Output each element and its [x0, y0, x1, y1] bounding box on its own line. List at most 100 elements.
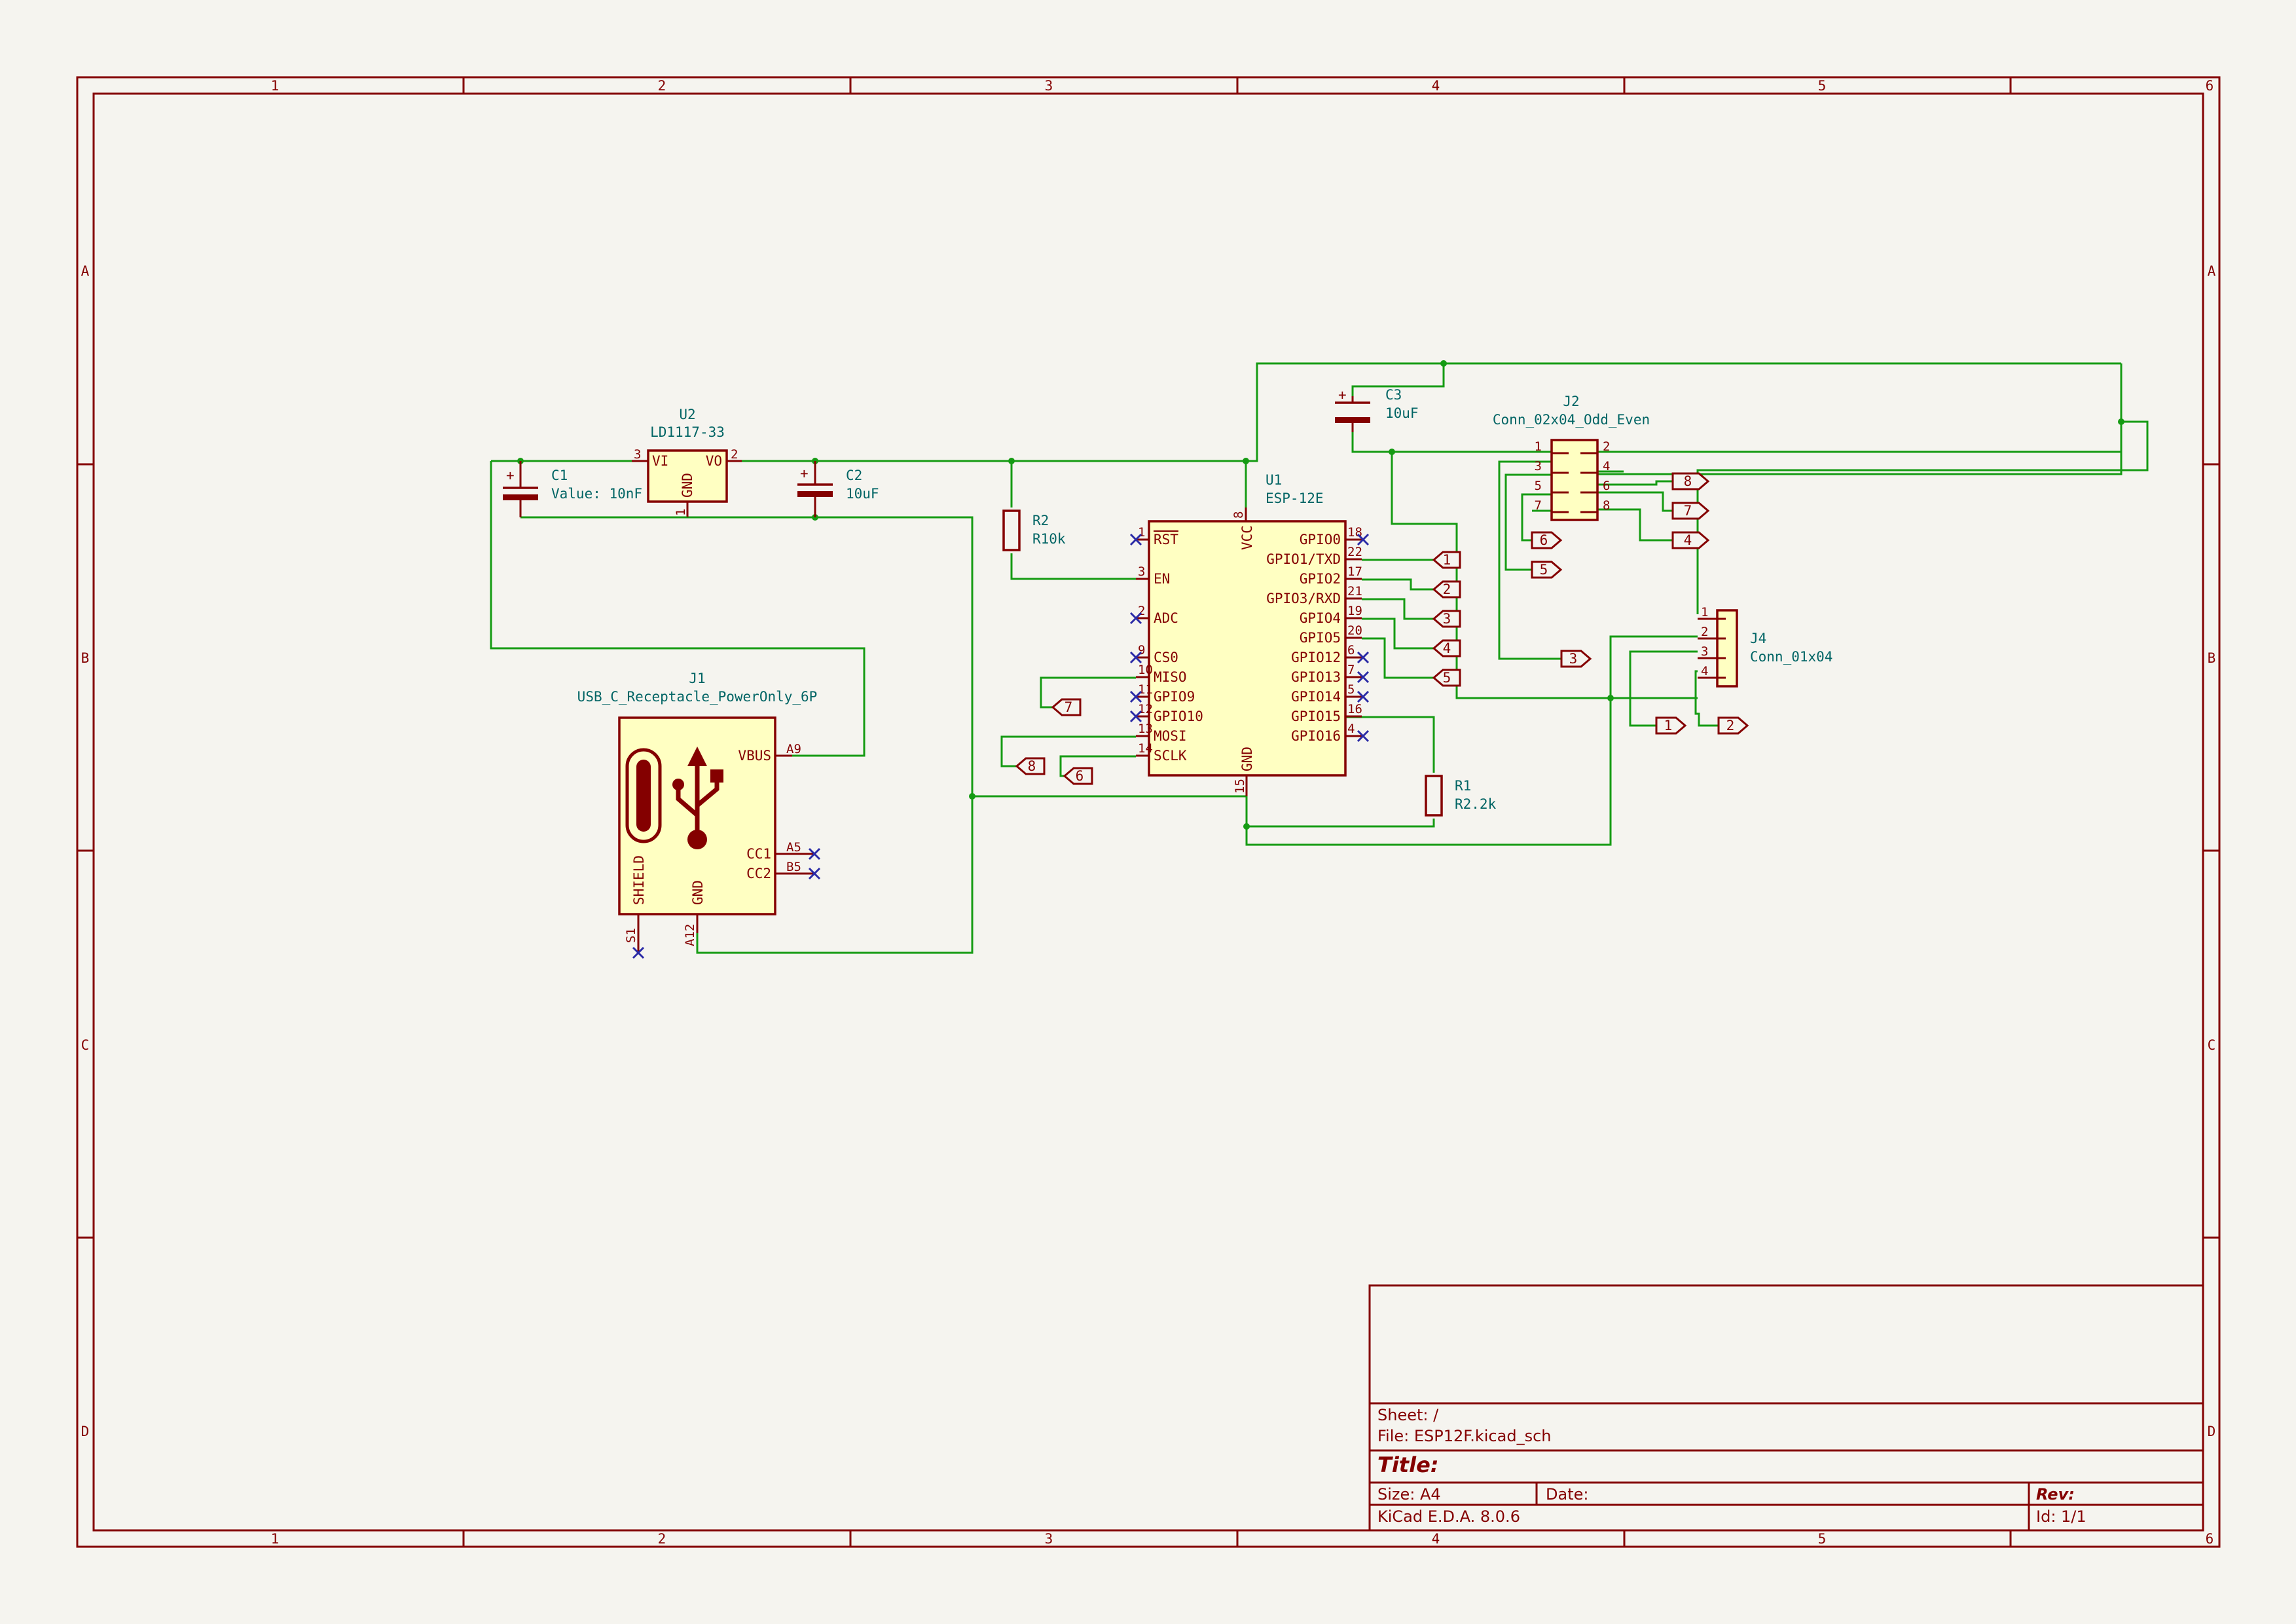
wire-gpio5: [1362, 637, 1434, 679]
u1-pin-number: 16: [1347, 702, 1362, 716]
r2-value: R10k: [1032, 531, 1066, 547]
j2-ref: J2: [1563, 394, 1579, 409]
junction: [1243, 823, 1250, 830]
svg-text:4: 4: [1684, 532, 1692, 548]
sheet-name: Sheet: /: [1377, 1406, 1439, 1424]
net-label: 7: [1051, 698, 1082, 716]
col-label: 2: [658, 1531, 666, 1547]
u1-pin-number: 7: [1347, 663, 1355, 677]
j2-pin-number: 2: [1603, 439, 1610, 454]
u1-pin-label: MOSI: [1154, 728, 1187, 744]
j1-cc2-label: CC2: [746, 866, 771, 881]
wire-gnd-to-j4: [1245, 635, 1698, 846]
wire-rxd: [1362, 598, 1434, 620]
col-label: 3: [1045, 1531, 1053, 1547]
col-label: 2: [658, 78, 666, 94]
u1-pin-label: GPIO5: [1300, 630, 1341, 646]
u1-pin-number: 14: [1138, 741, 1153, 756]
svg-text:5: 5: [1443, 670, 1451, 686]
no-connect-mark: [1129, 710, 1142, 723]
col-label: 1: [271, 1531, 280, 1547]
j4-pin-number: 2: [1701, 625, 1708, 639]
j2-pin-number: 3: [1535, 459, 1542, 473]
u1-pin-label: CS0: [1154, 650, 1178, 665]
col-label: 4: [1432, 78, 1440, 94]
junction: [1008, 458, 1015, 464]
j4-pin-number: 4: [1701, 664, 1708, 678]
u2-pin-gnd: 1: [674, 509, 688, 516]
j1-pin-cc2: B5: [786, 860, 801, 874]
col-label: 6: [2206, 78, 2214, 94]
wire-j2-p8: [1597, 491, 1673, 512]
j1-pin-shield: S1: [624, 928, 638, 943]
no-connect-mark: [1357, 729, 1370, 743]
wires: [490, 362, 2149, 954]
col-label: 3: [1045, 78, 1053, 94]
wire-j2-3v3: [1597, 452, 2123, 475]
u1-pin-number: 19: [1347, 604, 1362, 618]
capacitor-c1: + C1 Value: 10nF: [503, 461, 642, 517]
tool-field: KiCad E.D.A. 8.0.6: [1377, 1507, 1520, 1526]
net-label: 5: [1531, 561, 1563, 579]
svg-text:3: 3: [1569, 651, 1578, 667]
wire-r1-bot: [1247, 819, 1435, 828]
u1-pin-number: 9: [1138, 643, 1145, 657]
u1-pin-label: GPIO4: [1300, 610, 1341, 626]
wire-j2-p10: [1597, 508, 1673, 542]
u2-value: LD1117-33: [650, 424, 725, 440]
col-label: 6: [2206, 1531, 2214, 1547]
u1-pin-label: RST: [1154, 532, 1178, 547]
connector-j1: J1 USB_C_Receptacle_PowerOnly_6P VBUS A9…: [577, 671, 821, 959]
svg-text:6: 6: [1540, 532, 1548, 548]
u1-pin-label: GPIO2: [1300, 571, 1341, 587]
j1-value: USB_C_Receptacle_PowerOnly_6P: [577, 689, 818, 705]
u2-pin-vi: 3: [634, 447, 641, 462]
net-label: 2: [1717, 716, 1749, 735]
wire-j2-p5: [1504, 473, 1552, 571]
junction: [1389, 449, 1395, 455]
title-field: Title:: [1377, 1452, 1439, 1477]
u1-right-pins: 18GPIO022GPIO1/TXD17GPIO221GPIO3/RXD19GP…: [1266, 525, 1370, 744]
capacitor-c3: + C3 10uF: [1335, 387, 1419, 432]
wire-c3-bot: [1351, 432, 2121, 453]
u1-pin-label: GPIO13: [1291, 669, 1341, 685]
u1-gnd-pin: 15: [1233, 779, 1247, 794]
rev-field: Rev:: [2036, 1485, 2075, 1504]
svg-text:8: 8: [1028, 758, 1036, 774]
id-field: Id: 1/1: [2036, 1507, 2086, 1526]
wire-r1-top: [1343, 716, 1435, 773]
junction: [2118, 418, 2124, 425]
j1-ref: J1: [689, 671, 705, 686]
u1-pin-number: 21: [1347, 584, 1362, 599]
svg-text:+: +: [1338, 387, 1347, 403]
no-connect-mark: [1357, 671, 1370, 684]
u1-vcc-label: VCC: [1239, 525, 1255, 550]
svg-text:2: 2: [1443, 581, 1451, 597]
net-label: 5: [1432, 669, 1461, 687]
row-label: C: [2208, 1037, 2216, 1053]
j1-vbus-label: VBUS: [738, 748, 771, 764]
svg-text:7: 7: [1684, 503, 1692, 519]
u1-pin-number: 12: [1138, 702, 1153, 716]
u1-pin-number: 13: [1138, 722, 1153, 736]
u1-pin-label: GPIO9: [1154, 689, 1195, 705]
u1-pin-label: SCLK: [1154, 748, 1187, 764]
c2-ref: C2: [846, 468, 862, 483]
u1-pin-number: 4: [1347, 722, 1355, 736]
j1-pin-gnd: A12: [683, 924, 697, 946]
j1-shield-label: SHIELD: [631, 855, 647, 905]
no-connect-marks: [632, 847, 821, 959]
r1-ref: R1: [1455, 778, 1471, 794]
wire-mosi: [1000, 735, 1136, 767]
j2-pin-number: 6: [1603, 479, 1610, 493]
no-connect-mark: [1357, 690, 1370, 703]
j1-gnd-label: GND: [690, 880, 706, 905]
c3-ref: C3: [1385, 387, 1402, 403]
u1-pin-number: 20: [1347, 623, 1362, 638]
regulator-u2: U2 LD1117-33 VI VO GND 3 2 1: [520, 407, 742, 519]
junction: [1440, 360, 1447, 367]
u1-pin-number: 3: [1138, 564, 1145, 579]
net-labels: 1 2 3 4 5 7 8 6: [1015, 472, 1749, 785]
u2-vo-label: VO: [706, 453, 722, 469]
no-connect-mark: [1129, 533, 1142, 546]
